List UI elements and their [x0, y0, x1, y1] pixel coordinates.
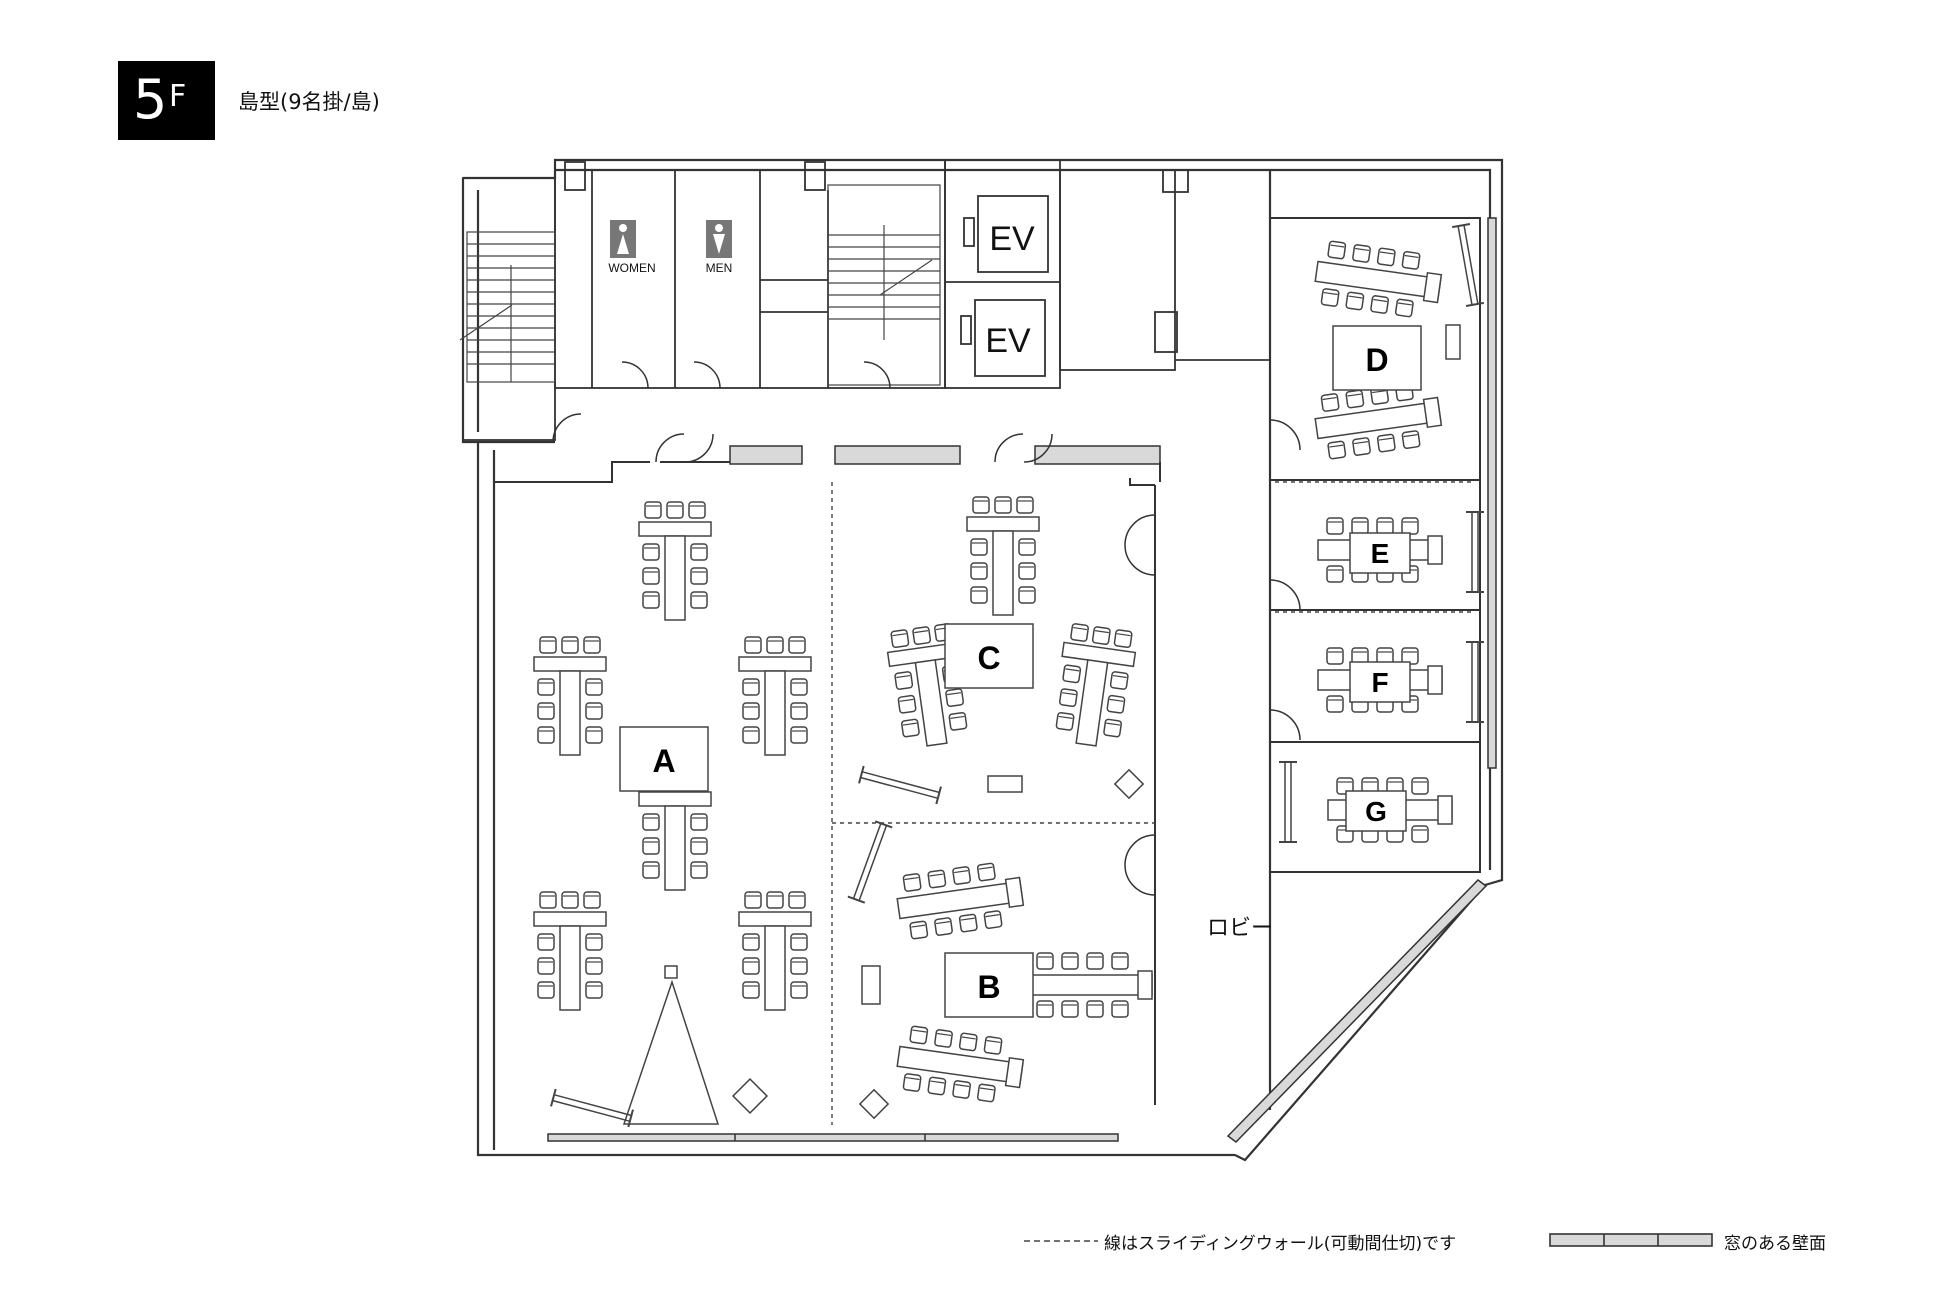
floor-unit: F	[169, 79, 187, 114]
room-walls	[494, 217, 1481, 1105]
room-label-b: B	[977, 969, 1000, 1005]
elevator-label-1: EV	[989, 220, 1035, 258]
men-restroom-icon	[706, 220, 732, 258]
doors	[552, 361, 1301, 896]
floor-number: 5	[133, 68, 168, 131]
room-labels: A B C D E F G	[619, 325, 1422, 1018]
window-walls	[547, 217, 1497, 1143]
room-label-c: C	[977, 640, 1000, 676]
lobby-label: ロビー	[1207, 916, 1273, 941]
stairs-icon	[827, 184, 941, 386]
room-label-g: G	[1365, 796, 1387, 827]
women-restroom-icon	[610, 220, 636, 258]
sliding-walls	[831, 481, 1475, 1125]
room-label-f: F	[1371, 667, 1388, 698]
elevator-label-2: EV	[985, 322, 1031, 360]
women-label: WOMEN	[608, 261, 655, 275]
legend-sliding-wall: 線はスライディングウォール(可動間仕切)です	[1104, 1234, 1457, 1254]
projector-screen-icon	[622, 324, 1461, 1125]
room-label-a: A	[652, 743, 675, 779]
legend-window-wall	[1549, 1233, 1713, 1247]
elevator-shafts	[960, 195, 1049, 377]
layout-title: 島型(9名掛/島)	[238, 90, 380, 114]
room-label-e: E	[1371, 538, 1390, 569]
floor-badge: 5 F	[118, 61, 215, 140]
legend-window-wall-text: 窓のある壁面	[1724, 1234, 1826, 1254]
core	[462, 159, 1270, 441]
room-label-d: D	[1365, 342, 1388, 378]
men-label: MEN	[706, 261, 733, 275]
stairs-icon	[459, 231, 556, 383]
